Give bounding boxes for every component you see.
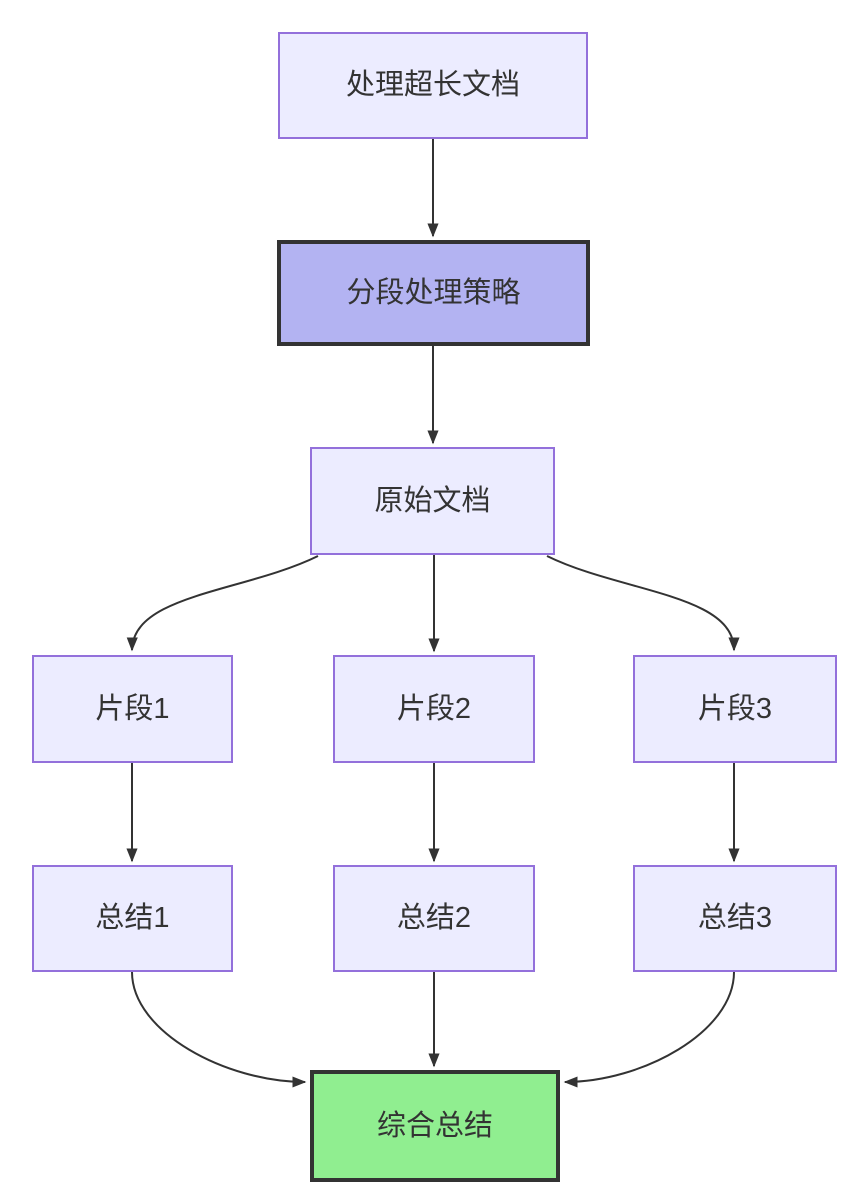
node-label: 总结3 — [697, 902, 773, 935]
node-label: 片段3 — [697, 692, 773, 725]
node-fragment-2: 片段2 — [333, 655, 535, 763]
node-fragment-1: 片段1 — [32, 655, 233, 763]
node-process-long-document: 处理超长文档 — [278, 32, 588, 139]
node-label: 原始文档 — [374, 484, 491, 517]
node-label: 片段2 — [396, 692, 472, 725]
edge-original-fragment-1 — [126, 555, 319, 652]
node-label: 片段1 — [95, 692, 170, 725]
node-label: 分段处理策略 — [346, 276, 521, 309]
node-segmentation-strategy: 分段处理策略 — [277, 240, 590, 346]
node-label: 总结1 — [95, 902, 170, 935]
edge-summary-3-final — [563, 971, 735, 1088]
node-summary-2: 总结2 — [333, 865, 535, 972]
node-label: 处理超长文档 — [345, 69, 520, 102]
edge-original-fragment-3 — [546, 555, 740, 652]
node-label: 总结2 — [396, 902, 472, 935]
node-combined-summary: 综合总结 — [310, 1070, 560, 1182]
node-summary-1: 总结1 — [32, 865, 233, 972]
node-fragment-3: 片段3 — [633, 655, 837, 763]
node-label: 综合总结 — [376, 1109, 493, 1142]
node-original-document: 原始文档 — [310, 447, 555, 555]
node-summary-3: 总结3 — [633, 865, 837, 972]
edge-summary-1-final — [131, 971, 307, 1088]
